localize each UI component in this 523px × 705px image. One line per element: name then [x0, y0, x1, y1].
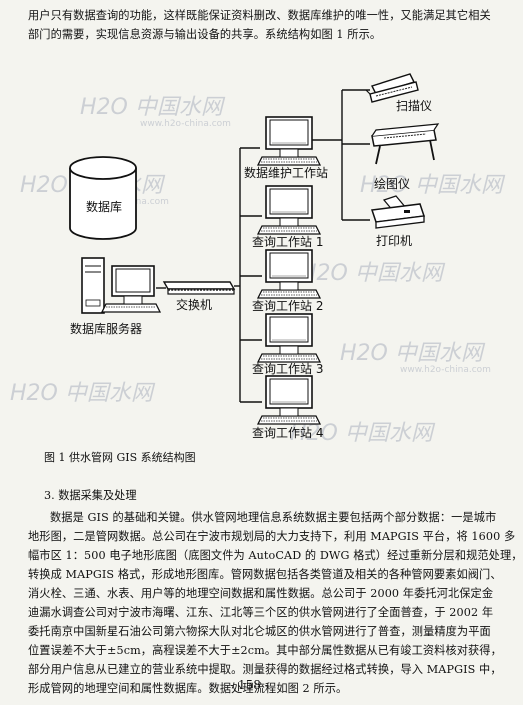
section-heading: 3. 数据采集及处理 — [44, 489, 137, 502]
intro-line: 部门的需要，实现信息资源与输出设备的共享。系统结构如图 1 所示。 — [28, 28, 382, 41]
printer-icon — [370, 195, 426, 229]
query-station-4-label: 查询工作站 4 — [252, 426, 323, 440]
body-line: 幅市区 1：500 电子地形底图（底图文件为 AutoCAD 的 DWG 格式）… — [28, 549, 523, 562]
intro-line: 用户只有数据查询的功能，这样既能保证资料删改、数据库维护的唯一性，又能满足其它相… — [28, 9, 491, 22]
server-label: 数据库服务器 — [70, 321, 142, 336]
query-workstation-4-icon — [257, 375, 321, 425]
svg-text:H2O 中国水网: H2O 中国水网 — [80, 95, 226, 120]
body-paragraph: 数据是 GIS 的基础和关键。供水管网地理信息系统数据主要包括两个部分数据：一是… — [28, 508, 523, 698]
body-line: 委托南京中国新星石油公司第六物探大队对北仑城区的供水管网进行了普查，测量精度为平… — [28, 625, 491, 638]
body-line: 形成管网的地理空间和属性数据库。数据处理流程如图 2 所示。 — [28, 682, 348, 695]
query-station-1-label: 查询工作站 1 — [252, 235, 323, 249]
query-workstation-1-icon — [257, 185, 321, 235]
maintenance-station-label: 数据维护工作站 — [244, 165, 328, 180]
body-line: 部分用户信息从已建立的营业系统中提取。测量获得的数据经过格式转换，导入 MAPG… — [28, 663, 502, 676]
switch-label: 交换机 — [176, 297, 212, 312]
body-line: 消火栓、三通、水表、用户等的地理空间数据和属性数据。总公司于 2000 年委托河… — [28, 587, 494, 600]
plotter-label: 绘图仪 — [374, 176, 410, 191]
svg-text:H2O 中国水网: H2O 中国水网 — [360, 173, 506, 198]
query-workstation-3-icon — [257, 313, 321, 363]
svg-text:H2O 中国水网: H2O 中国水网 — [10, 381, 156, 406]
body-line: 迪漏水调查公司对宁波市海曙、江东、江北等三个区的供水管网进行了全面普查，于 20… — [28, 606, 494, 619]
query-workstation-2-icon — [257, 249, 321, 299]
database-icon — [69, 156, 137, 240]
scanner-label: 扫描仪 — [396, 99, 432, 113]
svg-text:www.h2o-china.com: www.h2o-china.com — [400, 365, 491, 375]
query-station-2-label: 查询工作站 2 — [252, 299, 323, 313]
printer-label: 打印机 — [376, 234, 412, 248]
switch-icon — [162, 281, 236, 295]
svg-text:www.h2o-china.com: www.h2o-china.com — [140, 119, 231, 129]
page-number: - 158 - — [230, 678, 269, 692]
svg-text:H2O 中国水网: H2O 中国水网 — [290, 421, 436, 446]
svg-text:H2O 中国水网: H2O 中国水网 — [340, 341, 486, 366]
server-icon — [81, 257, 162, 314]
figure-caption: 图 1 供水管网 GIS 系统结构图 — [44, 451, 196, 464]
system-structure-diagram: H2O 中国水网 www.h2o-china.com H2O 中国水网 www.… — [10, 73, 506, 446]
svg-text:H2O 中国水网: H2O 中国水网 — [300, 261, 446, 286]
body-line: 转换成 MAPGIS 格式，形成地形图库。管网数据包括各类管道及相关的各种管网要… — [28, 568, 502, 581]
body-line: 地形图，二是管网数据。总公司在宁波市规划局的大力支持下，利用 MAPGIS 平台… — [28, 530, 516, 543]
intro-paragraph: 用户只有数据查询的功能，这样既能保证资料删改、数据库维护的唯一性，又能满足其它相… — [28, 6, 491, 44]
database-label: 数据库 — [86, 199, 122, 214]
query-station-3-label: 查询工作站 3 — [252, 362, 323, 376]
scanner-icon — [365, 73, 419, 103]
plotter-icon — [371, 123, 440, 165]
maintenance-workstation-icon — [257, 116, 321, 166]
network-lines — [156, 89, 370, 403]
body-line: 数据是 GIS 的基础和关键。供水管网地理信息系统数据主要包括两个部分数据：一是… — [50, 511, 497, 524]
body-line: 位置误差不大于±5cm，高程误差不大于±2cm。其中部分属性数据从已有竣工资料核… — [28, 644, 502, 657]
